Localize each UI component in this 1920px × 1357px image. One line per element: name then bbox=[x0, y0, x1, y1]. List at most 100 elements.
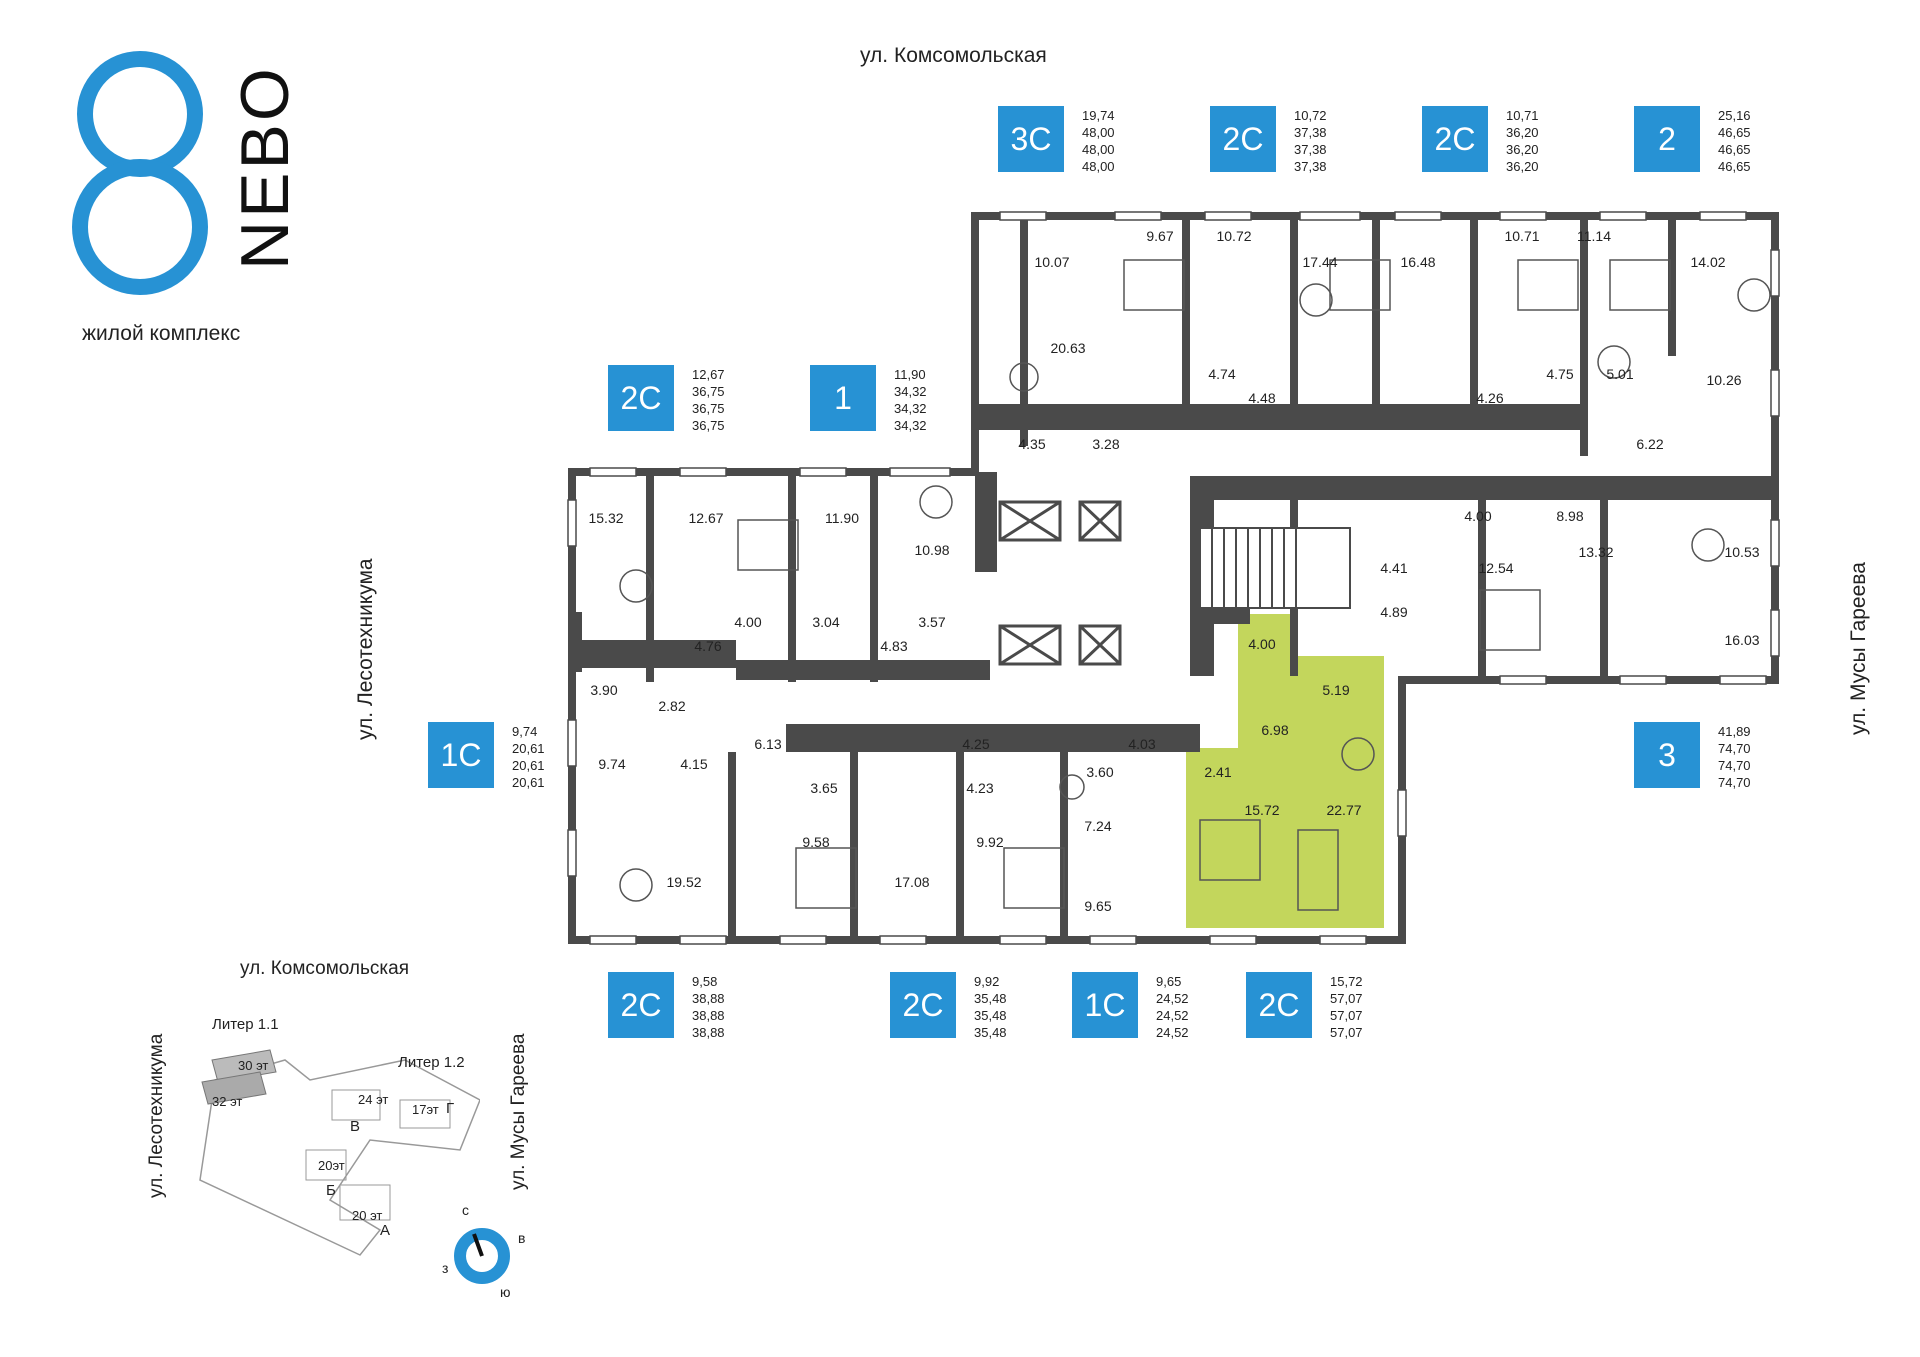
highlighted-apartment bbox=[1186, 614, 1384, 928]
room-area-label: 22.77 bbox=[1326, 802, 1362, 818]
apartment-badge-2c-bottom-a[interactable]: 2С bbox=[608, 972, 674, 1038]
room-area-label: 13.32 bbox=[1578, 544, 1614, 560]
windows bbox=[567, 211, 1780, 945]
apartment-badge-2c-left[interactable]: 2С bbox=[608, 365, 674, 431]
compass-north: с bbox=[462, 1202, 469, 1218]
building-outline bbox=[568, 212, 1779, 944]
room-area-label: 17.08 bbox=[894, 874, 930, 890]
room-area-label: 3.28 bbox=[1092, 436, 1120, 452]
site-building-g: Г bbox=[446, 1100, 455, 1117]
apartment-badge-1-left[interactable]: 1 bbox=[810, 365, 876, 431]
site-floors-20b: 20 эт bbox=[352, 1208, 383, 1223]
room-area-label: 11.90 bbox=[825, 510, 859, 526]
room-area-label: 5.19 bbox=[1322, 682, 1350, 698]
room-area-label: 9.65 bbox=[1084, 898, 1112, 914]
room-area-label: 3.04 bbox=[812, 614, 840, 630]
site-plan-map bbox=[199, 1049, 480, 1256]
room-area-label: 15.72 bbox=[1244, 802, 1280, 818]
apartment-badge-2c-bottom-b[interactable]: 2С bbox=[890, 972, 956, 1038]
stairs bbox=[1199, 527, 1351, 609]
room-area-label: 16.03 bbox=[1724, 632, 1760, 648]
site-floors-17: 17эт bbox=[412, 1102, 439, 1117]
room-area-label: 10.72 bbox=[1216, 228, 1252, 244]
room-area-label: 9.58 bbox=[802, 834, 830, 850]
street-top-label: ул. Комсомольская bbox=[860, 44, 1047, 67]
site-floors-20a: 20эт bbox=[318, 1158, 345, 1173]
room-area-label: 4.89 bbox=[1380, 604, 1408, 620]
room-area-label: 4.26 bbox=[1476, 390, 1504, 406]
room-area-label: 2.82 bbox=[658, 698, 686, 714]
room-area-label: 6.13 bbox=[754, 736, 782, 752]
room-area-label: 4.03 bbox=[1128, 736, 1156, 752]
furniture bbox=[619, 259, 1771, 911]
site-floors-32: 32 эт bbox=[212, 1094, 243, 1109]
room-area-label: 3.57 bbox=[918, 614, 946, 630]
site-street-top: ул. Комсомольская bbox=[240, 958, 409, 979]
room-area-label: 9.74 bbox=[598, 756, 626, 772]
apartment-badge-3c-top[interactable]: 3С bbox=[998, 106, 1064, 172]
room-area-label: 6.22 bbox=[1636, 436, 1664, 452]
room-area-label: 9.92 bbox=[976, 834, 1004, 850]
site-building-a: А bbox=[380, 1222, 391, 1239]
logo-figure-eight bbox=[72, 51, 208, 295]
room-area-label: 4.75 bbox=[1546, 366, 1574, 382]
room-area-label: 8.98 bbox=[1556, 508, 1584, 524]
compass-south: ю bbox=[500, 1284, 511, 1300]
room-area-label: 4.23 bbox=[966, 780, 994, 796]
compass-east: в bbox=[518, 1230, 526, 1246]
site-building-b: Б bbox=[326, 1182, 336, 1199]
compass-icon bbox=[454, 1228, 510, 1284]
room-area-label: 14.02 bbox=[1690, 254, 1726, 270]
apartment-badge-2c-top-b[interactable]: 2С bbox=[1422, 106, 1488, 172]
room-area-label: 5.01 bbox=[1606, 366, 1634, 382]
site-floors-24: 24 эт bbox=[358, 1092, 389, 1107]
room-area-label: 4.25 bbox=[962, 736, 990, 752]
room-area-label: 4.41 bbox=[1380, 560, 1408, 576]
apartment-badge-1c-bottom[interactable]: 1С bbox=[1072, 972, 1138, 1038]
site-street-left: ул. Лесотехникума bbox=[146, 1033, 167, 1198]
room-area-label: 15.32 bbox=[588, 510, 624, 526]
room-area-label: 9.67 bbox=[1146, 228, 1174, 244]
elevator-shafts bbox=[998, 500, 1122, 666]
room-area-label: 12.67 bbox=[688, 510, 724, 526]
room-area-label: 4.15 bbox=[680, 756, 708, 772]
apartment-badge-2c-bottom-c[interactable]: 2С bbox=[1246, 972, 1312, 1038]
apartment-badge-2c-top-a[interactable]: 2С bbox=[1210, 106, 1276, 172]
room-area-label: 10.26 bbox=[1706, 372, 1742, 388]
apartment-badge-3-right[interactable]: 3 bbox=[1634, 722, 1700, 788]
room-area-label: 10.53 bbox=[1724, 544, 1760, 560]
room-area-label: 19.52 bbox=[666, 874, 702, 890]
site-floors-30: 30 эт bbox=[238, 1058, 269, 1073]
room-area-label: 4.48 bbox=[1248, 390, 1276, 406]
room-area-label: 11.14 bbox=[1577, 228, 1611, 244]
room-area-label: 4.35 bbox=[1018, 436, 1046, 452]
room-area-label: 20.63 bbox=[1050, 340, 1086, 356]
room-area-label: 4.74 bbox=[1208, 366, 1236, 382]
room-area-label: 3.65 bbox=[810, 780, 838, 796]
room-area-label: 4.00 bbox=[1248, 636, 1276, 652]
room-area-label: 3.90 bbox=[590, 682, 618, 698]
room-area-label: 3.60 bbox=[1086, 764, 1114, 780]
room-area-label: 10.71 bbox=[1504, 228, 1540, 244]
site-liter-1-1: Литер 1.1 bbox=[212, 1016, 279, 1033]
room-area-label: 12.54 bbox=[1478, 560, 1514, 576]
room-area-label: 4.00 bbox=[734, 614, 762, 630]
apartment-badge-1c-left[interactable]: 1С bbox=[428, 722, 494, 788]
room-area-label: 4.83 bbox=[880, 638, 908, 654]
room-area-label: 6.98 bbox=[1261, 722, 1289, 738]
apartment-badge-2-top[interactable]: 2 bbox=[1634, 106, 1700, 172]
site-street-right: ул. Мусы Гареева bbox=[508, 1033, 529, 1190]
